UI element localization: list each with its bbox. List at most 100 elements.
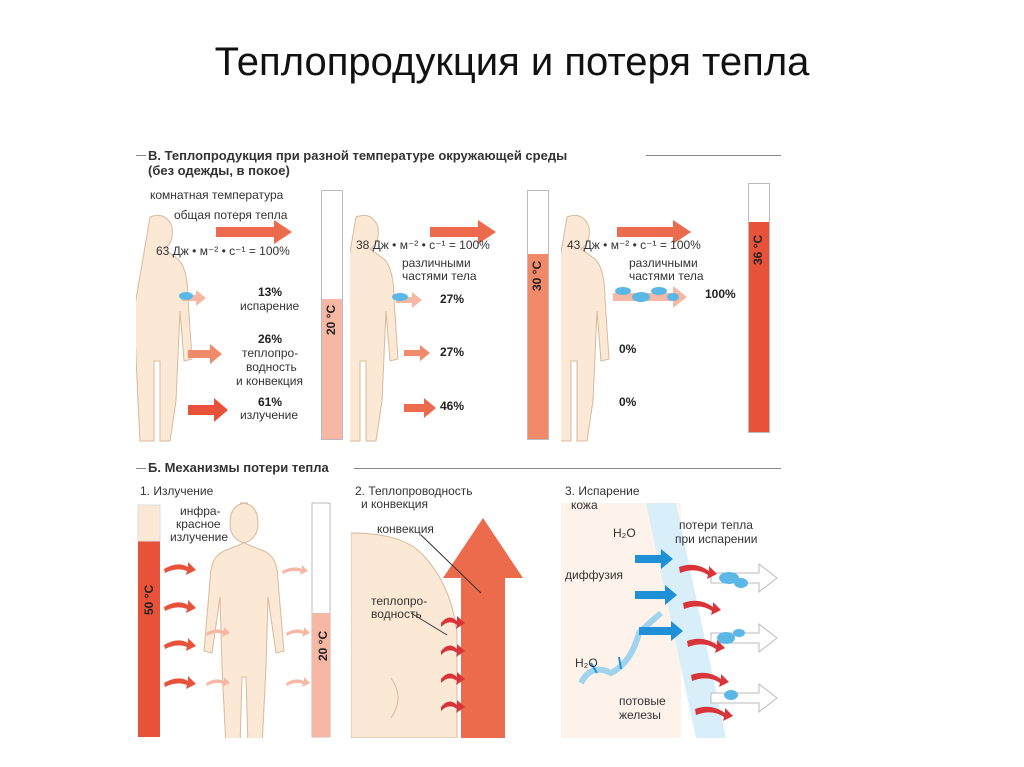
conduction-arrow xyxy=(441,672,465,685)
conduction-arrow xyxy=(441,616,465,629)
cool-wall-fill xyxy=(312,613,330,737)
ir-arrow xyxy=(164,600,196,613)
body-silhouette xyxy=(561,214,610,442)
ir-arrow xyxy=(286,677,310,687)
section-rule-top xyxy=(136,155,146,156)
label-skin: кожа xyxy=(571,498,598,512)
skin-curve xyxy=(390,677,399,719)
label-conduction-1: теплопро- xyxy=(371,594,428,608)
title-radiation: 1. Излучение xyxy=(140,484,214,498)
arrow-gland xyxy=(590,662,598,674)
label-conduction-2: водность xyxy=(371,607,422,621)
thermometer-30-fill xyxy=(528,254,548,439)
thermometer-30 xyxy=(527,190,549,440)
panel-room-temp: комнатная температура общая потеря тепла… xyxy=(136,187,346,442)
thermometer-36-fill xyxy=(749,222,769,432)
hot-wall-top xyxy=(137,504,161,542)
red-arrow xyxy=(679,564,717,579)
label-glands-1: потовые xyxy=(619,694,666,708)
convection-graphics xyxy=(351,518,523,738)
label-ir-1: инфра- xyxy=(180,504,221,518)
label-diffusion: диффузия xyxy=(565,568,624,582)
thermometer-20-fill xyxy=(322,299,342,439)
pct-36-radiation: 0% xyxy=(619,395,637,409)
panel-convection: 2. Теплопроводность и конвекция конвекци… xyxy=(351,483,556,738)
arrow-evaporation xyxy=(396,292,422,308)
pct-30-radiation: 46% xyxy=(440,399,465,413)
pct-36-conduction: 0% xyxy=(619,342,637,356)
temp-label-36: 36 °С xyxy=(751,234,765,265)
slide-title: Теплопродукция и потеря тепла xyxy=(214,40,810,84)
body-silhouette xyxy=(350,214,399,442)
title-evaporation: 3. Испарение xyxy=(565,484,640,498)
label-parts-2: частями тела xyxy=(629,269,704,283)
label-rate-43: 43 Дж • м⁻² • с⁻¹ = 100% xyxy=(567,238,701,252)
panel1-graphics xyxy=(136,214,292,442)
arrow-convection xyxy=(404,345,430,361)
pointer-convection xyxy=(420,534,482,594)
body-silhouette xyxy=(136,214,193,442)
water-drop xyxy=(667,293,679,301)
radiation-graphics xyxy=(137,502,331,738)
water-drop xyxy=(632,292,650,302)
section-m-heading: Б. Механизмы потери тепла xyxy=(148,460,329,475)
label-parts-1: различными xyxy=(402,256,471,270)
arrow-radiation xyxy=(404,398,436,418)
label-conduction-3: и конвекция xyxy=(236,374,303,388)
water-drop xyxy=(615,287,631,295)
label-ir-2: красное xyxy=(176,517,221,531)
thermometer-36 xyxy=(748,183,770,433)
section-b-heading: В. Теплопродукция при разной температуре… xyxy=(148,148,568,178)
pointer-conduction xyxy=(410,612,448,636)
label-rate-63: 63 Дж • м⁻² • с⁻¹ = 100% xyxy=(156,244,290,258)
temp-label-20-b: 20 °С xyxy=(316,630,330,661)
ir-arrow xyxy=(286,627,310,637)
ir-arrow xyxy=(206,677,230,687)
panel-evaporation: 3. Испарение кожа H₂O потери тепла при и… xyxy=(561,483,781,738)
panel3-graphics xyxy=(561,214,691,442)
red-arrow xyxy=(687,638,725,653)
ir-arrow xyxy=(206,627,230,637)
arrow-h2o xyxy=(635,549,673,569)
label-h2o-top: H₂O xyxy=(613,526,636,540)
arrow-h2o xyxy=(639,621,683,641)
panel-radiation: 1. Излучение инфра- красное излучение 50… xyxy=(136,483,341,738)
label-glands-2: железы xyxy=(619,708,661,722)
ir-arrow xyxy=(164,676,196,689)
pct-36-evaporation: 100% xyxy=(705,287,736,301)
arrow-evaporation xyxy=(182,290,206,306)
arrow-radiation xyxy=(188,398,228,422)
title-convection-2: и конвекция xyxy=(361,497,428,511)
pct-conduction: 26% xyxy=(258,332,283,346)
conduction-arrow xyxy=(441,644,465,657)
section-rule-mid xyxy=(136,468,146,469)
arrow-heat-loss xyxy=(710,682,778,714)
section-rule-mid-right xyxy=(354,468,781,469)
pct-evaporation: 13% xyxy=(258,285,283,299)
label-conduction-2: водность xyxy=(246,360,297,374)
red-arrow xyxy=(683,600,721,615)
label-rate-38: 38 Дж • м⁻² • с⁻¹ = 100% xyxy=(356,238,490,252)
figure: В. Теплопродукция при разной температуре… xyxy=(136,145,781,745)
water-drop xyxy=(392,293,408,301)
arrow-gland xyxy=(618,656,622,670)
arrow-total xyxy=(216,220,292,244)
label-heat-loss-1: потери тепла xyxy=(679,518,753,532)
label-total-loss: общая потеря тепла xyxy=(174,208,288,222)
vapor-drop xyxy=(733,629,745,637)
label-parts-1: различными xyxy=(629,256,698,270)
convection-arrow xyxy=(443,518,523,738)
label-heat-loss-2: при испарении xyxy=(675,532,758,546)
conduction-arrow xyxy=(441,700,465,713)
label-evaporation: испарение xyxy=(240,299,300,313)
red-arrow xyxy=(691,672,729,687)
label-room-temp: комнатная температура xyxy=(150,188,284,202)
water-drop xyxy=(651,287,667,295)
temp-label-20: 20 °С xyxy=(324,304,338,335)
arrow-convection xyxy=(188,344,222,364)
sweat-gland xyxy=(578,610,663,685)
arrow-heat-loss xyxy=(710,562,778,594)
vapor-drop xyxy=(724,690,738,700)
evaporation-graphics xyxy=(561,503,778,738)
label-conduction-1: теплопро- xyxy=(242,346,299,360)
